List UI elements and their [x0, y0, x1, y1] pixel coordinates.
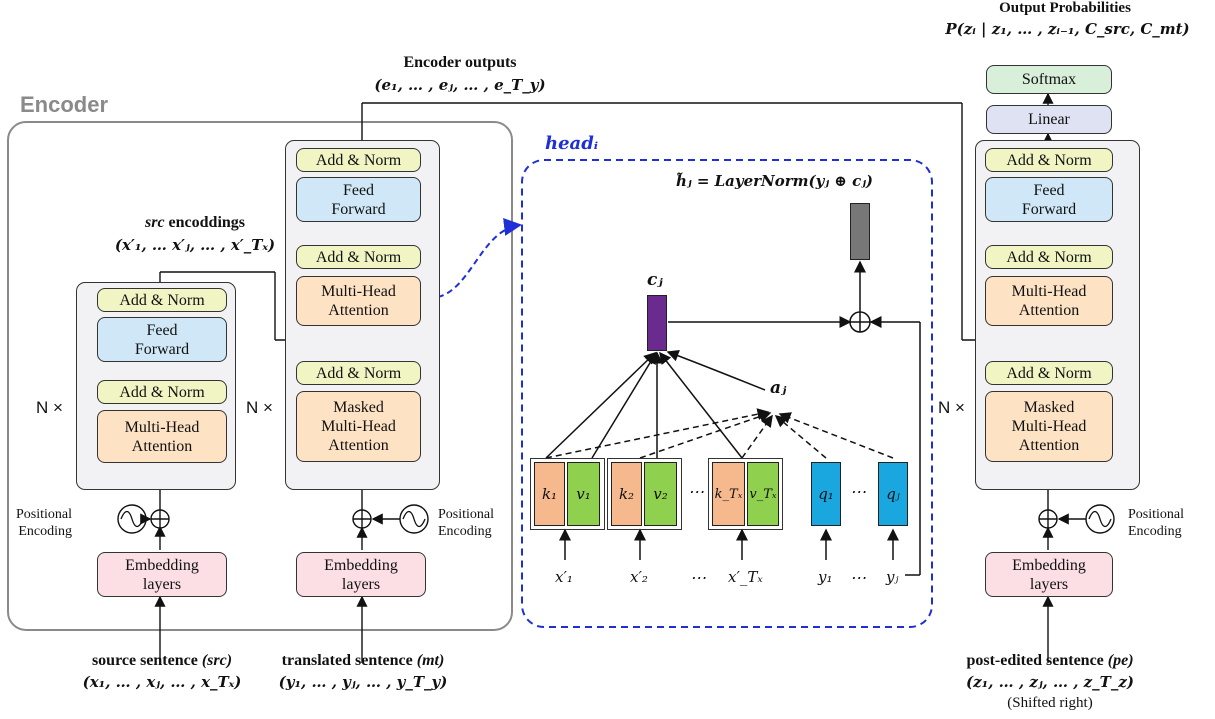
- head-input-xtx: x′_Tₓ: [728, 568, 763, 586]
- head-input-x2: x′₂: [630, 568, 648, 586]
- src-multi-head-attention: Multi-Head Attention: [97, 410, 227, 463]
- head-input-x1: x′₁: [555, 568, 573, 586]
- src-encodings-suffix: encoddings: [164, 214, 246, 231]
- head-formula: h̃ⱼ = LayerNorm(yⱼ ⊕ cⱼ): [676, 172, 873, 190]
- src-repeat-label: N ×: [36, 398, 63, 417]
- src-encodings-caption: src encoddings: [110, 214, 280, 232]
- key-vector-1: k₁: [534, 462, 565, 526]
- head-input-yj: yⱼ: [886, 568, 899, 586]
- mt-input-tag: (mt): [416, 652, 445, 669]
- decoder-embedding-layers: Embedding layers: [985, 552, 1113, 597]
- decoder-input-sequence: (z₁, … , zⱼ, … , z_T_z): [966, 673, 1134, 691]
- src-encodings-label: src: [144, 214, 165, 231]
- output-probabilities-formula: P(zᵢ | z₁, … , zᵢ₋₁, C_src, C_mt): [945, 20, 1190, 38]
- value-vector-2: v₂: [644, 462, 677, 526]
- head-dashed-attention: [545, 408, 894, 459]
- context-vector: [647, 295, 667, 351]
- mt-masked-multi-head-attention: Masked Multi-Head Attention: [296, 391, 421, 462]
- src-input-tag: (src): [201, 652, 233, 669]
- kv-pair-1: [530, 458, 605, 530]
- src-encodings-sequence: (x′₁, … x′ⱼ, … , x′_Tₓ): [114, 236, 276, 254]
- mt-input-label: translated sentence: [281, 652, 413, 669]
- head-title: headᵢ: [545, 133, 599, 154]
- encoder-outputs-label: Encoder outputs: [403, 54, 517, 71]
- kv-pair-tx: [708, 458, 783, 530]
- decoder-masked-multi-head-attention: Masked Multi-Head Attention: [985, 391, 1113, 462]
- attention-weight-label: aⱼ: [770, 378, 787, 398]
- mt-add-norm-top: Add & Norm: [296, 148, 421, 172]
- src-add-norm-top: Add & Norm: [97, 288, 227, 312]
- head-link-arrow: [427, 217, 522, 300]
- encoder-outputs-sequence: (e₁, … , eⱼ, … , e_T_y): [374, 76, 546, 94]
- src-feed-forward: Feed Forward: [97, 317, 227, 362]
- decoder-repeat-label: N ×: [938, 398, 965, 417]
- head-input-y-ellipsis: ⋯: [850, 568, 866, 587]
- kv-pair-2: [607, 458, 682, 530]
- decoder-input-caption: post-edited sentence (pe): [945, 652, 1155, 670]
- src-input-sequence: (x₁, … , xⱼ, … , x_Tₓ): [82, 673, 242, 691]
- decoder-input-note: (Shifted right): [1007, 695, 1093, 711]
- key-vector-2: k₂: [611, 462, 642, 526]
- decoder-add-norm-top: Add & Norm: [985, 148, 1113, 172]
- src-input-caption: source sentence (src): [62, 652, 262, 670]
- decoder-feed-forward: Feed Forward: [985, 177, 1113, 222]
- key-vector-tx: k_Tₓ: [712, 462, 745, 526]
- head-wires: [545, 260, 921, 576]
- query-ellipsis: ⋯: [850, 482, 866, 501]
- mt-embedding-layers: Embedding layers: [296, 552, 426, 597]
- kv-ellipsis: ⋯: [688, 482, 704, 501]
- softmax-layer: Softmax: [986, 65, 1112, 94]
- head-input-ellipsis: ⋯: [690, 568, 706, 587]
- src-embedding-layers: Embedding layers: [97, 552, 227, 597]
- src-add-norm-low: Add & Norm: [97, 380, 227, 404]
- value-vector-1: v₁: [567, 462, 600, 526]
- output-probabilities-label: Output Probabilities: [999, 0, 1131, 16]
- mt-feed-forward: Feed Forward: [296, 177, 421, 222]
- mt-add-norm-mid: Add & Norm: [296, 245, 421, 269]
- query-vector-1: q₁: [811, 462, 841, 526]
- encoder-frame: [7, 121, 513, 631]
- value-vector-tx: v_Tₓ: [747, 462, 779, 526]
- mt-repeat-label: N ×: [246, 398, 273, 417]
- context-label: cⱼ: [647, 270, 663, 290]
- mt-input-caption: translated sentence (mt): [258, 652, 468, 670]
- mt-input-sequence: (y₁, … , yⱼ, … , y_T_y): [278, 673, 448, 691]
- decoder-input-tag: (pe): [1107, 652, 1134, 669]
- head-frame: [521, 159, 933, 628]
- decoder-positional-encoding-label: Positional Encoding: [1128, 507, 1185, 539]
- src-input-label: source sentence: [91, 652, 198, 669]
- mt-positional-encoding-label: Positional Encoding: [438, 507, 495, 539]
- decoder-add-norm-low: Add & Norm: [985, 361, 1113, 385]
- encoder-title: Encoder: [20, 92, 109, 117]
- decoder-multi-head-attention: Multi-Head Attention: [985, 276, 1113, 326]
- head-input-y1: y₁: [818, 568, 833, 586]
- output-vector: [850, 203, 870, 260]
- decoder-input-label: post-edited sentence: [966, 652, 1104, 669]
- src-positional-encoding-label: Positional Encoding: [16, 507, 73, 539]
- mt-add-norm-low: Add & Norm: [296, 361, 421, 385]
- decoder-add-norm-mid: Add & Norm: [985, 245, 1113, 269]
- query-vector-j: qⱼ: [878, 462, 908, 526]
- mt-multi-head-attention: Multi-Head Attention: [296, 276, 421, 326]
- linear-layer: Linear: [986, 105, 1112, 134]
